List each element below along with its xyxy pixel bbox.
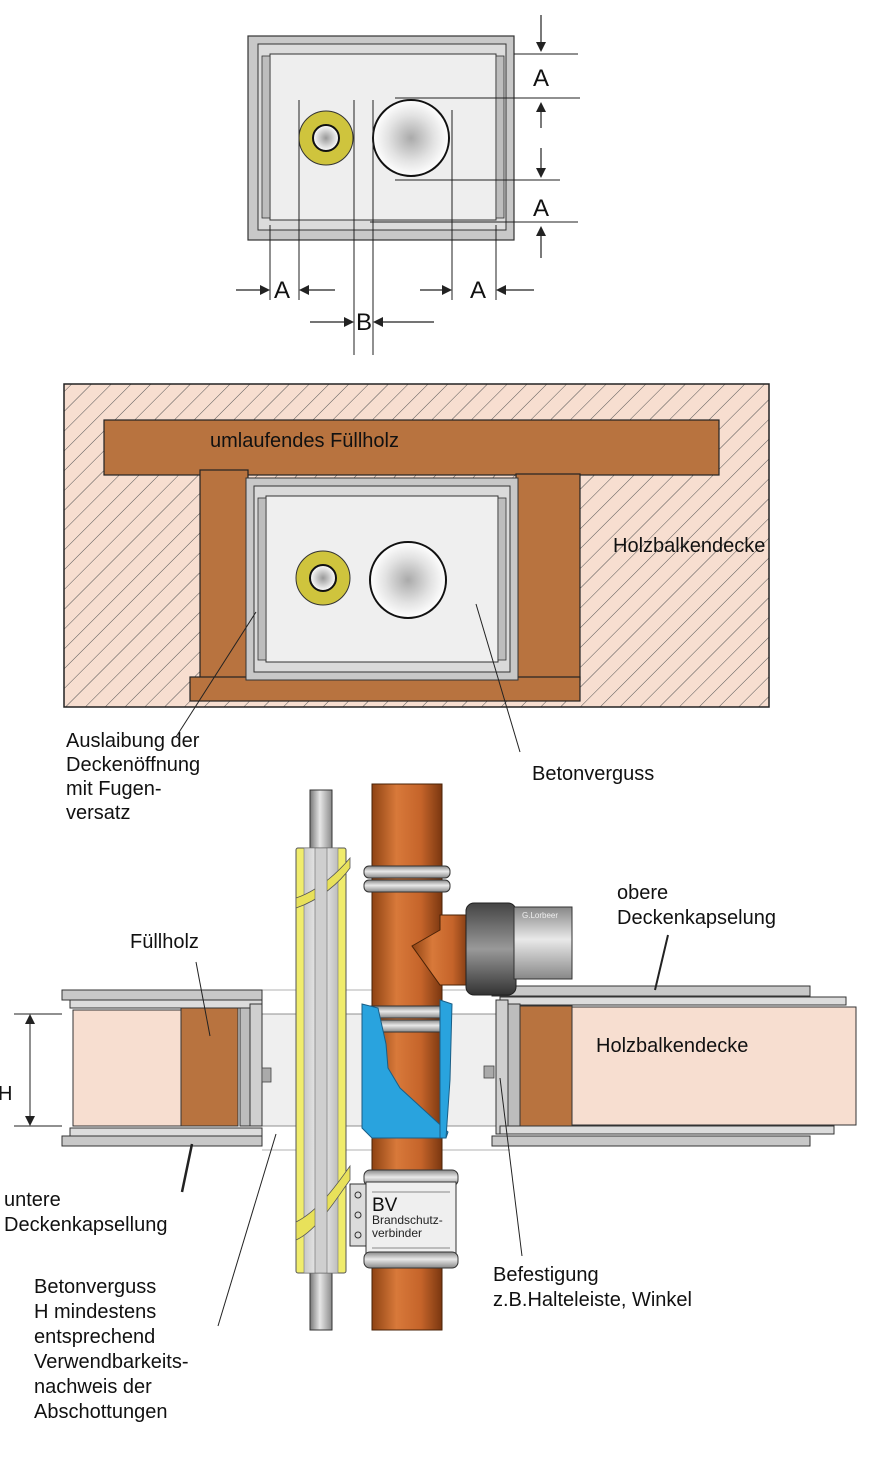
top-large-pipe	[372, 99, 450, 177]
left-upper-board	[61, 989, 263, 1001]
bv-title: BV	[372, 1195, 398, 1216]
label-holzbalkendecke-section: Holzbalkendecke	[596, 1035, 748, 1057]
right-ceiling-fill	[571, 1006, 857, 1126]
label-umlaufendes-fuellholz: umlaufendes Füllholz	[210, 430, 399, 452]
fuellholz-right	[515, 473, 581, 681]
right-lower-board-2	[491, 1135, 811, 1147]
left-lining-strip-2	[239, 1007, 251, 1127]
blue-wrap	[361, 1003, 449, 1139]
fuellholz-bottom	[189, 676, 581, 702]
label-betonverguss-section: Betonverguss H mindestens entsprechend V…	[34, 1276, 194, 1423]
label-betonverguss-plan: Betonverguss	[532, 763, 654, 785]
label-h: H	[0, 1083, 12, 1105]
fuellholz-left	[199, 469, 249, 681]
middle-plan-detail: umlaufendes Füllholz Holzbalkendecke Aus…	[63, 383, 770, 824]
bv-coupling: BV Brandschutz- verbinder	[349, 1169, 459, 1269]
opening-strip-left	[257, 497, 267, 661]
fitting-mark: G.Lorbeer	[522, 911, 558, 920]
press-fitting-top	[363, 865, 451, 893]
label-fuellholz: Füllholz	[130, 931, 199, 953]
left-upper-board-2	[69, 999, 263, 1009]
right-lining-strip	[495, 999, 509, 1135]
label-auslaibung: Auslaibung der Deckenöffnung mit Fugen- …	[66, 730, 206, 824]
top-strip-right	[495, 55, 505, 219]
dim-a-right-bottom: A	[533, 195, 549, 222]
mid-large-pipe	[369, 541, 447, 619]
grey-socket	[513, 906, 573, 980]
right-lower-board	[499, 1125, 835, 1135]
top-plan-detail: A A A A B	[236, 15, 580, 355]
dim-a-right-top: A	[533, 65, 549, 92]
top-small-pipe	[312, 124, 340, 152]
left-fuellholz	[180, 1007, 239, 1127]
dim-a-left: A	[274, 277, 290, 304]
label-obere-deckenkapselung: obere Deckenkapselung	[617, 882, 776, 929]
steel-pipe-center	[314, 847, 328, 1274]
right-lining-strip-2	[507, 1003, 521, 1131]
left-lower-board	[69, 1127, 263, 1137]
mid-small-pipe	[309, 564, 337, 592]
fuellholz-top	[103, 419, 720, 476]
right-bracket	[483, 1065, 495, 1079]
label-befestigung: Befestigung z.B.Halteleiste, Winkel	[493, 1264, 692, 1311]
left-lower-board-2	[61, 1135, 263, 1147]
left-ceiling-fill	[72, 1009, 182, 1127]
press-fitting-mid	[363, 1005, 451, 1033]
right-upper-board-2	[499, 996, 847, 1006]
label-untere-deckenkapselung: untere Deckenkapsellung	[4, 1189, 167, 1236]
section-detail: G.Lorbeer BV Brandschutz- verbinder	[0, 783, 857, 1423]
dark-fitting	[465, 902, 517, 996]
right-upper-board	[491, 985, 811, 997]
top-strip-left	[261, 55, 271, 219]
dim-a-bottom-right: A	[470, 277, 486, 304]
left-lining-strip	[249, 1003, 263, 1127]
opening-strip-right	[497, 497, 507, 661]
left-bracket	[261, 1067, 272, 1083]
right-fuellholz	[519, 1005, 573, 1127]
bv-text: Brandschutz- verbinder	[372, 1213, 446, 1240]
blue-wrap-right	[439, 999, 453, 1139]
label-holzbalkendecke-plan: Holzbalkendecke	[613, 535, 765, 557]
dim-b: B	[356, 309, 372, 336]
